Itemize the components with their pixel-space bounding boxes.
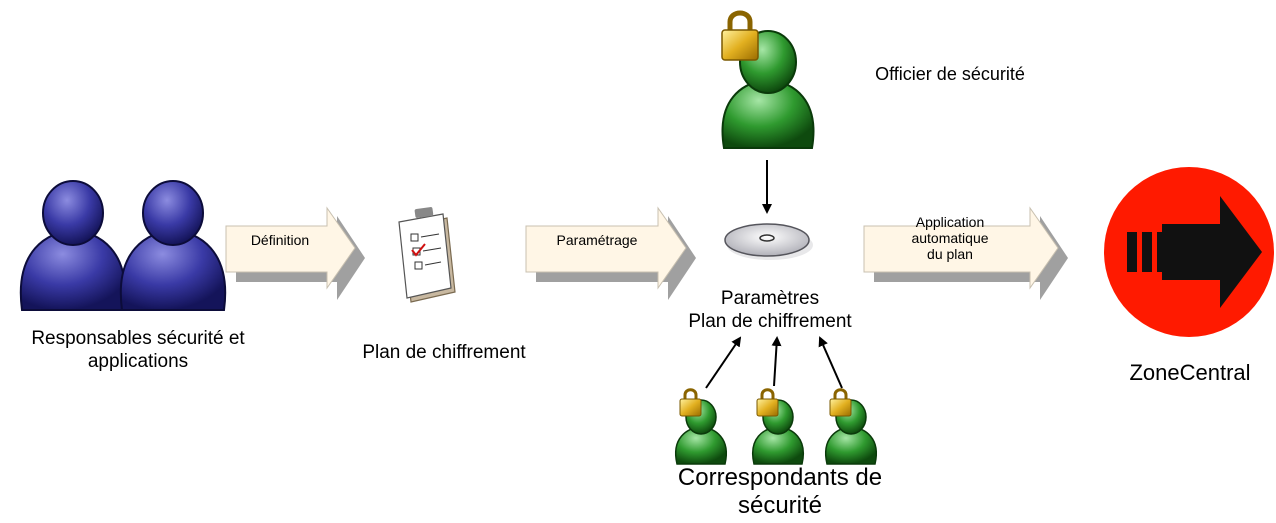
application-arrow-label-line3: du plan xyxy=(927,246,973,263)
correspondant-person-icon-1 xyxy=(674,388,728,465)
responsables-label: Responsables sécurité et applications xyxy=(31,328,245,372)
zonecentral-logo-icon xyxy=(1104,167,1274,337)
application-arrow-label-line1: Application xyxy=(915,214,985,230)
correspondant-person-icon-3 xyxy=(824,388,878,465)
lock-icon xyxy=(721,10,759,61)
parametres-label: Paramètres Plan de chiffrement xyxy=(660,288,880,334)
correspondant-2-arrow xyxy=(771,336,782,387)
application-arrow-label-line2: automatique xyxy=(911,230,989,247)
disc-icon xyxy=(724,223,813,260)
zonecentral-label: ZoneCentral xyxy=(1129,360,1251,385)
checklist-icon xyxy=(398,207,456,303)
correspondant-person-icon-2 xyxy=(751,388,805,465)
definition-arrow xyxy=(225,206,365,300)
correspondant-1-arrow xyxy=(705,336,742,389)
parametrage-arrow xyxy=(525,206,696,300)
application-arrow xyxy=(863,206,1068,300)
correspondants-label: Correspondants de sécurité xyxy=(677,464,883,519)
application-arrow-label: Application automatique du plan xyxy=(872,214,1028,262)
plan-label: Plan de chiffrement xyxy=(362,342,526,363)
correspondant-3-arrow xyxy=(818,336,843,389)
parametres-label-line2: Plan de chiffrement xyxy=(688,310,852,332)
parametres-label-line1: Paramètres xyxy=(720,288,820,309)
officier-label: Officier de sécurité xyxy=(875,64,1025,84)
officier-person-icon xyxy=(721,10,815,149)
responsables-people-icon xyxy=(19,180,227,311)
definition-arrow-label: Définition xyxy=(250,232,310,248)
parametrage-arrow-label: Paramétrage xyxy=(556,232,638,248)
